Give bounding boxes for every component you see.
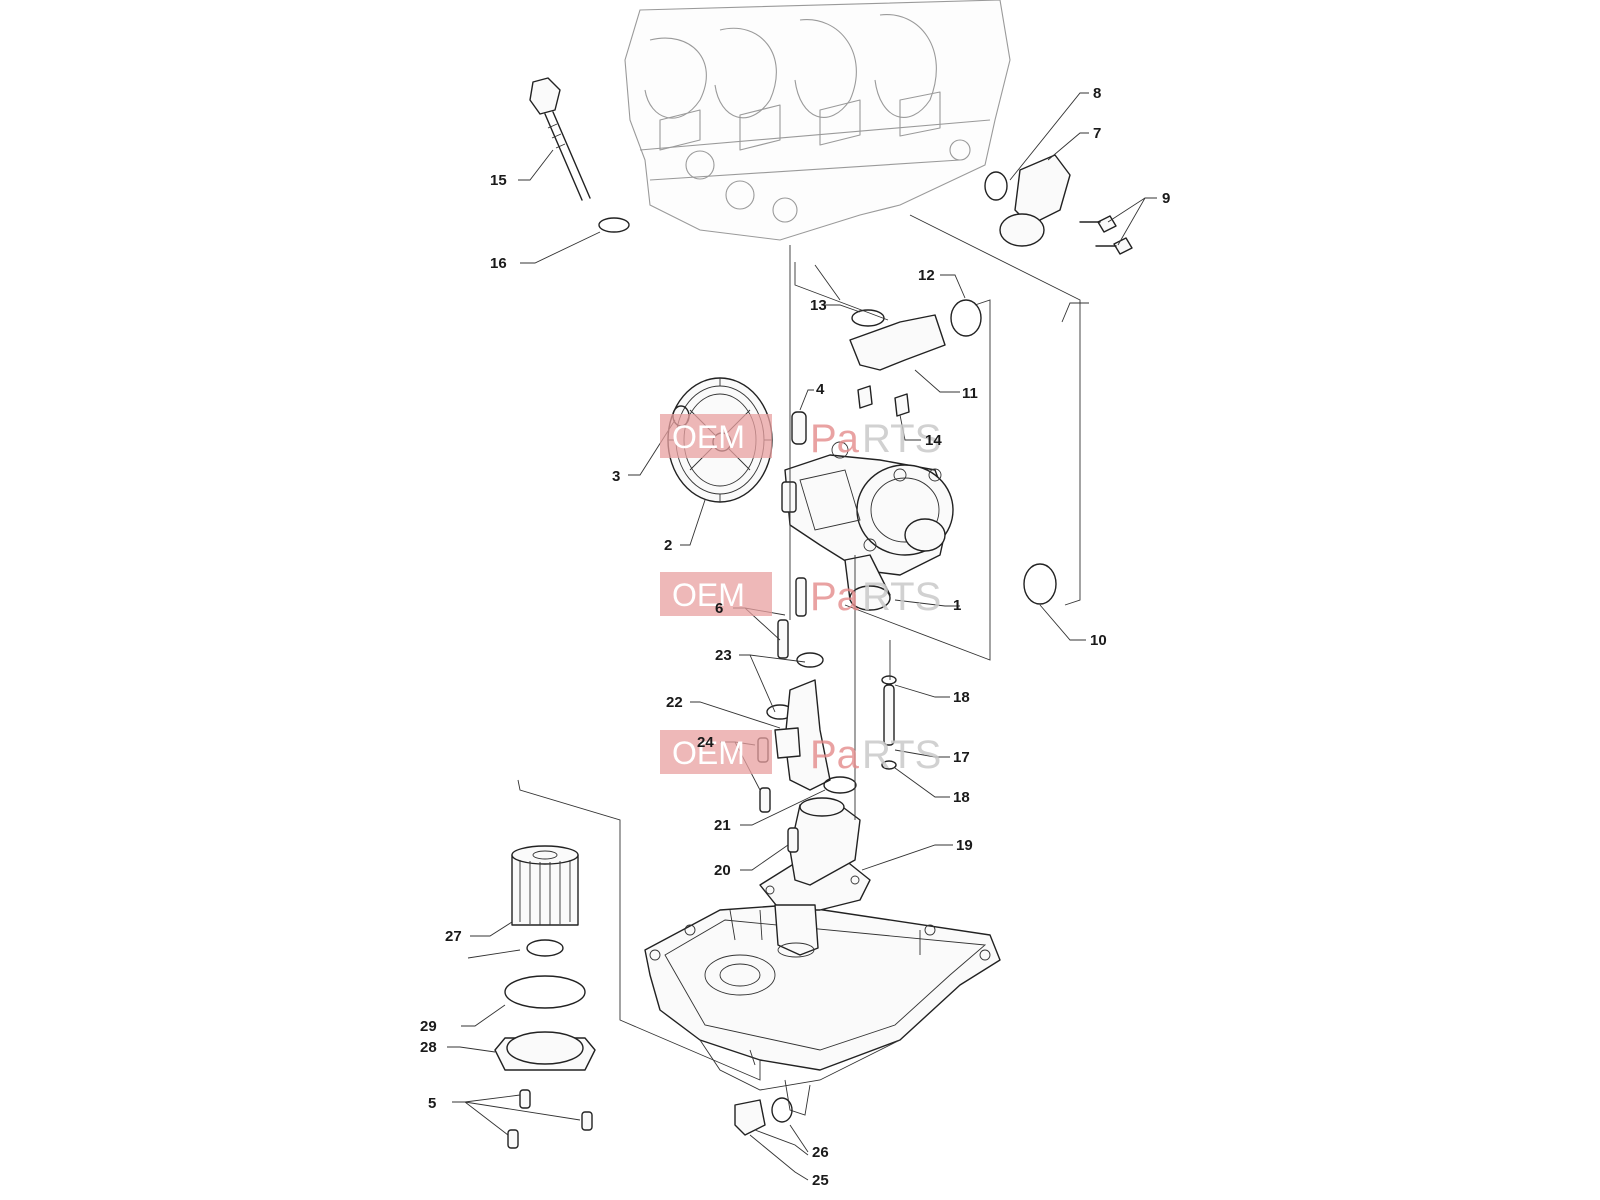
callout-8: 8 bbox=[1093, 85, 1101, 102]
callout-28: 28 bbox=[420, 1039, 437, 1056]
callout-17: 17 bbox=[953, 749, 970, 766]
callout-7: 7 bbox=[1093, 125, 1101, 142]
watermark-brand-right: RTS bbox=[862, 733, 941, 777]
callout-25: 25 bbox=[812, 1172, 829, 1189]
watermark-brand-mid: Pa bbox=[810, 575, 860, 619]
oil-pump-1 bbox=[781, 441, 954, 611]
watermark: OEM Pa RTS OEM Pa RTS OEM Pa RTS bbox=[660, 414, 941, 777]
callout-10: 10 bbox=[1090, 632, 1107, 649]
callout-4: 4 bbox=[816, 381, 825, 398]
crankcase-ghost bbox=[624, 0, 1011, 241]
callout-23: 23 bbox=[715, 647, 732, 664]
callout-labels: 1 2 3 4 5 6 7 8 9 10 11 12 13 14 15 16 1… bbox=[420, 85, 1170, 1189]
watermark-brand-mid: Pa bbox=[810, 417, 860, 461]
watermark-brand-left: OEM bbox=[672, 735, 745, 771]
callout-19: 19 bbox=[956, 837, 973, 854]
callout-6: 6 bbox=[715, 600, 723, 617]
callout-29: 29 bbox=[420, 1018, 437, 1035]
callout-27: 27 bbox=[445, 928, 462, 945]
callout-2: 2 bbox=[664, 537, 672, 554]
watermark-brand-right: RTS bbox=[862, 417, 941, 461]
oil-pan bbox=[644, 904, 1001, 1116]
watermark-brand-left: OEM bbox=[672, 577, 745, 613]
small-parts bbox=[494, 405, 1057, 1149]
callout-18a: 18 bbox=[953, 689, 970, 706]
leader-lines bbox=[447, 92, 1157, 1181]
callout-12: 12 bbox=[918, 267, 935, 284]
callout-26: 26 bbox=[812, 1144, 829, 1161]
callout-20: 20 bbox=[714, 862, 731, 879]
callout-22: 22 bbox=[666, 694, 683, 711]
dipstick-15 bbox=[529, 77, 630, 233]
callout-15: 15 bbox=[490, 172, 507, 189]
callout-21: 21 bbox=[714, 817, 731, 834]
callout-5: 5 bbox=[428, 1095, 436, 1112]
callout-1: 1 bbox=[953, 597, 961, 614]
callout-13: 13 bbox=[810, 297, 827, 314]
watermark-brand-mid: Pa bbox=[810, 733, 860, 777]
oil-pickup-19 bbox=[759, 797, 871, 958]
callout-3: 3 bbox=[612, 468, 620, 485]
callout-11: 11 bbox=[962, 385, 978, 402]
watermark-brand-right: RTS bbox=[862, 575, 941, 619]
callout-16: 16 bbox=[490, 255, 507, 272]
callout-24: 24 bbox=[697, 734, 714, 751]
callout-18b: 18 bbox=[953, 789, 970, 806]
elbow-fitting-11 bbox=[849, 299, 982, 417]
callout-9: 9 bbox=[1162, 190, 1170, 207]
outlet-fitting-7 bbox=[984, 154, 1133, 255]
callout-14: 14 bbox=[925, 432, 942, 449]
watermark-brand-left: OEM bbox=[672, 419, 745, 455]
